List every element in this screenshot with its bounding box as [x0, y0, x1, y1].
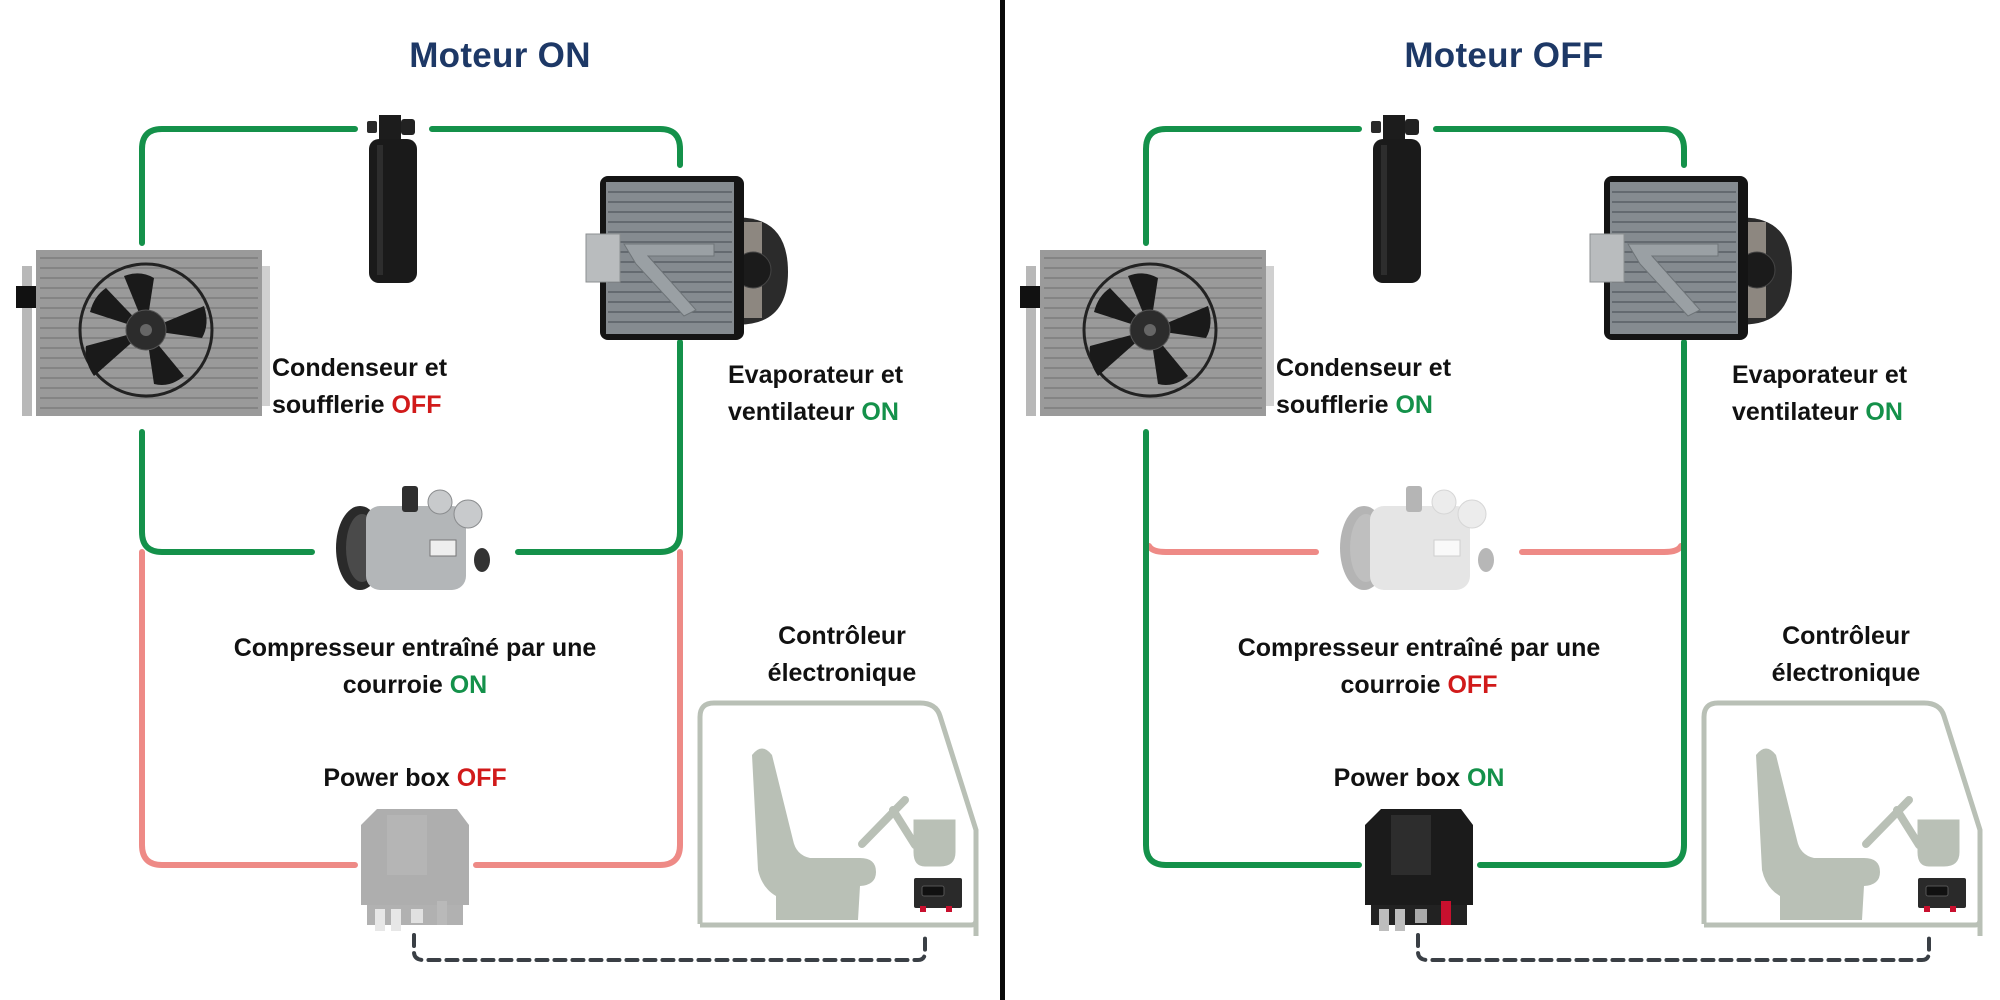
evaporator-label-line2: ventilateur	[1732, 398, 1859, 426]
compressor-label-line1: Compresseur entraîné par une	[233, 634, 597, 662]
condenser-fan-icon	[1020, 250, 1274, 416]
compressor-status: ON	[449, 671, 488, 699]
receiver-drier-icon	[367, 115, 417, 283]
controller-label: Contrôleur électronique	[692, 618, 992, 692]
evaporator-status: ON	[861, 398, 899, 426]
receiver-drier	[365, 115, 421, 283]
evaporator-label-line2: ventilateur	[728, 398, 855, 426]
controller-label-line2: électronique	[1771, 659, 1921, 687]
electronic-controller	[912, 876, 964, 914]
controller-link-dashed	[1416, 933, 1931, 962]
pipe-evaporator-to-compressor	[515, 339, 683, 555]
refrigerant-circuit	[139, 126, 979, 962]
steering-wheel-icon	[858, 796, 956, 867]
pipe-evaporator-to-compressor	[1519, 543, 1684, 555]
evaporator-status: ON	[1865, 398, 1903, 426]
condenser-status: OFF	[391, 391, 442, 419]
panel-title: Moteur ON	[409, 36, 591, 75]
condenser-label-line1: Condenseur et	[272, 354, 448, 382]
pipe-powerbox-right	[1477, 339, 1687, 868]
panel-divider	[1000, 0, 1005, 1000]
panel-moteur-off: Moteur OFF	[1004, 0, 2000, 1000]
compressor	[330, 480, 500, 598]
cab-outline	[697, 700, 979, 936]
evaporator-blower-icon	[585, 176, 788, 340]
condenser-status: ON	[1395, 391, 1433, 419]
condenser-label: Condenseur et soufflerie ON	[1276, 350, 1451, 424]
evaporator-label: Evaporateur et ventilateur ON	[728, 357, 903, 431]
compressor	[1334, 480, 1504, 598]
compressor-label: Compresseur entraîné par une courroie ON	[165, 630, 665, 704]
driver-seat-icon	[752, 748, 876, 920]
pipe-top-right	[1433, 126, 1687, 168]
compressor-label-line2: courroie	[342, 671, 443, 699]
controller-unit-icon	[914, 878, 962, 912]
compressor-icon	[1340, 486, 1494, 590]
controller-link-dashed	[412, 933, 927, 962]
power-box	[357, 805, 475, 935]
power-box-icon	[361, 809, 469, 931]
panel-title: Moteur OFF	[1404, 36, 1604, 75]
panel-moteur-on: Moteur ON	[14, 36, 992, 962]
power-box-label-text: Power box	[1333, 764, 1460, 792]
evaporator-blower-icon	[1589, 176, 1792, 340]
condenser-label: Condenseur et soufflerie OFF	[272, 350, 447, 424]
electronic-controller	[1916, 876, 1968, 914]
controller-unit-icon	[1918, 878, 1966, 912]
pipe-powerbox-left	[139, 549, 358, 868]
compressor-status: OFF	[1447, 671, 1498, 699]
pipe-powerbox-left	[1143, 429, 1362, 868]
compressor-label: Compresseur entraîné par une courroie OF…	[1169, 630, 1669, 704]
pipe-condenser-to-compressor	[139, 429, 315, 555]
controller-label-line2: électronique	[767, 659, 917, 687]
controller-label-line1: Contrôleur	[778, 622, 906, 650]
power-box-icon	[1365, 809, 1473, 931]
evaporator-label-line1: Evaporateur et	[1732, 361, 1908, 389]
pipe-top-left	[139, 126, 358, 246]
power-box-label: Power box OFF	[265, 760, 565, 797]
steering-wheel-icon	[1862, 796, 1960, 867]
pipe-top-right	[429, 126, 683, 168]
evaporator-label-line1: Evaporateur et	[728, 361, 904, 389]
condenser-with-fan	[14, 246, 272, 426]
condenser-fan-icon	[16, 250, 270, 416]
condenser-label-line2: soufflerie	[1276, 391, 1389, 419]
evaporator-with-blower	[1582, 172, 1792, 344]
power-box-status: OFF	[456, 764, 507, 792]
compressor-icon	[336, 486, 490, 590]
evaporator-with-blower	[578, 172, 788, 344]
driver-seat-icon	[1756, 748, 1880, 920]
condenser-label-line1: Condenseur et	[1276, 354, 1452, 382]
pipe-condenser-to-compressor	[1146, 543, 1319, 555]
power-box-label-text: Power box	[323, 764, 450, 792]
evaporator-label: Evaporateur et ventilateur ON	[1732, 357, 1907, 431]
pipe-top-left	[1143, 126, 1362, 246]
power-box-status: ON	[1466, 764, 1505, 792]
condenser-label-line2: soufflerie	[272, 391, 385, 419]
receiver-drier-icon	[1371, 115, 1421, 283]
compressor-label-line1: Compresseur entraîné par une	[1237, 634, 1601, 662]
power-box-label: Power box ON	[1269, 760, 1569, 797]
compressor-label-line2: courroie	[1340, 671, 1441, 699]
receiver-drier	[1369, 115, 1425, 283]
controller-label: Contrôleur électronique	[1696, 618, 1996, 692]
condenser-with-fan	[1018, 246, 1276, 426]
pipe-powerbox-right	[473, 549, 683, 868]
controller-label-line1: Contrôleur	[1782, 622, 1910, 650]
cab-outline	[1701, 700, 1983, 936]
refrigerant-circuit	[1143, 126, 1983, 962]
power-box	[1361, 805, 1479, 935]
